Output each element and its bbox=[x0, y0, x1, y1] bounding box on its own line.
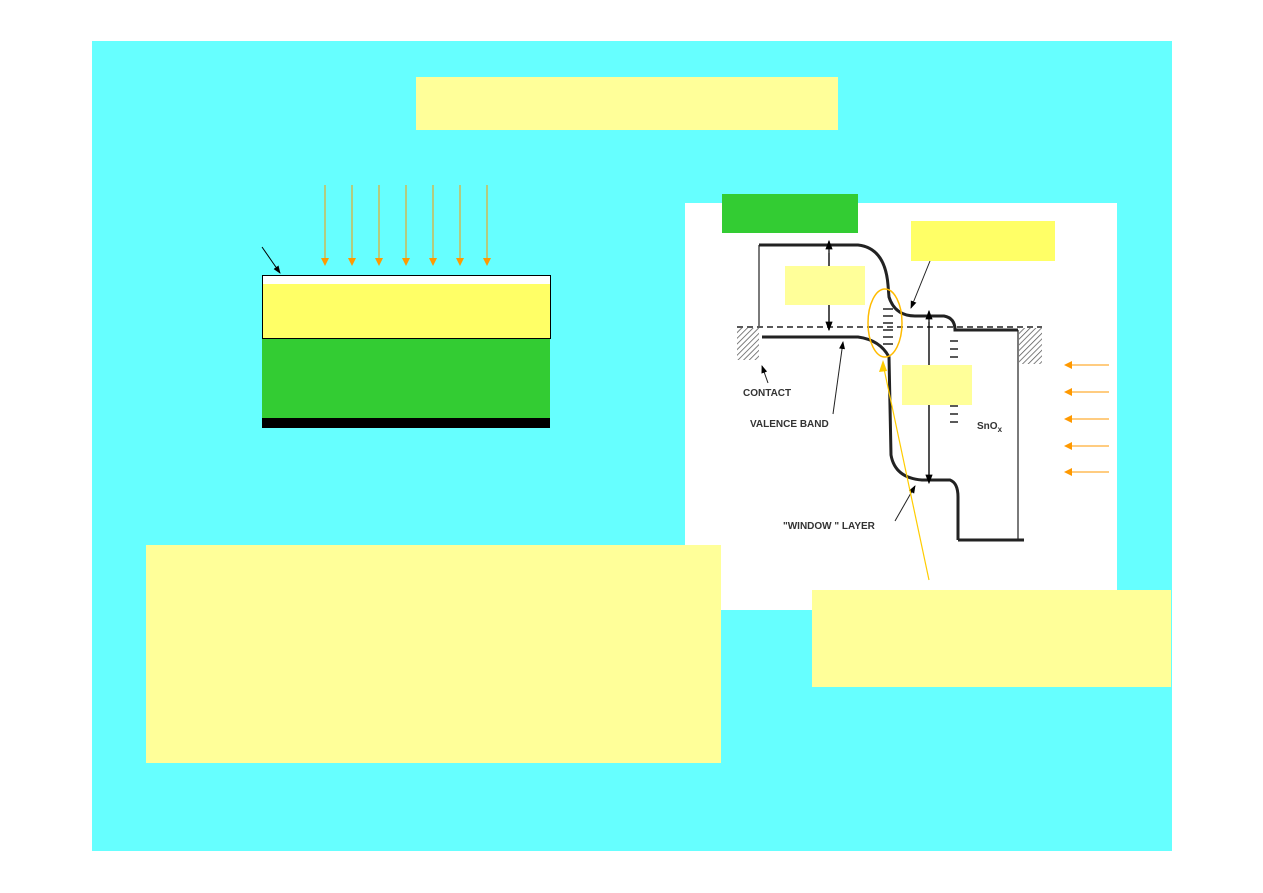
barrier-label-box bbox=[785, 266, 865, 305]
conduction-band bbox=[759, 243, 1018, 332]
band-diagram-panel bbox=[685, 203, 1117, 610]
window-layer-label: "WINDOW " LAYER bbox=[783, 521, 876, 532]
title-box bbox=[416, 77, 838, 130]
contact-label: CONTACT bbox=[743, 388, 791, 399]
description-text-box bbox=[146, 545, 721, 763]
snox-label: SnOx bbox=[977, 421, 1003, 434]
bandgap-label-box bbox=[902, 365, 972, 405]
incident-light-arrows-left bbox=[1064, 361, 1109, 476]
right-contact-hatch bbox=[1019, 328, 1042, 364]
back-contact-layer bbox=[262, 418, 550, 428]
valence-band-label: VALENCE BAND bbox=[750, 419, 829, 430]
interface-pointer-line bbox=[882, 363, 930, 581]
interface-note-box bbox=[812, 590, 1171, 687]
interface-states bbox=[883, 308, 958, 423]
label-pointers bbox=[761, 260, 931, 522]
interface-label-box bbox=[911, 221, 1055, 261]
green-label-box bbox=[722, 194, 858, 233]
incident-light-arrows-down bbox=[321, 185, 491, 266]
interface-highlight-ellipse bbox=[867, 288, 903, 358]
top-layer-pointer bbox=[261, 246, 281, 274]
valence-band bbox=[762, 335, 960, 540]
left-contact-hatch bbox=[737, 328, 759, 360]
window-layer bbox=[262, 284, 551, 339]
absorber-layer bbox=[262, 339, 550, 418]
